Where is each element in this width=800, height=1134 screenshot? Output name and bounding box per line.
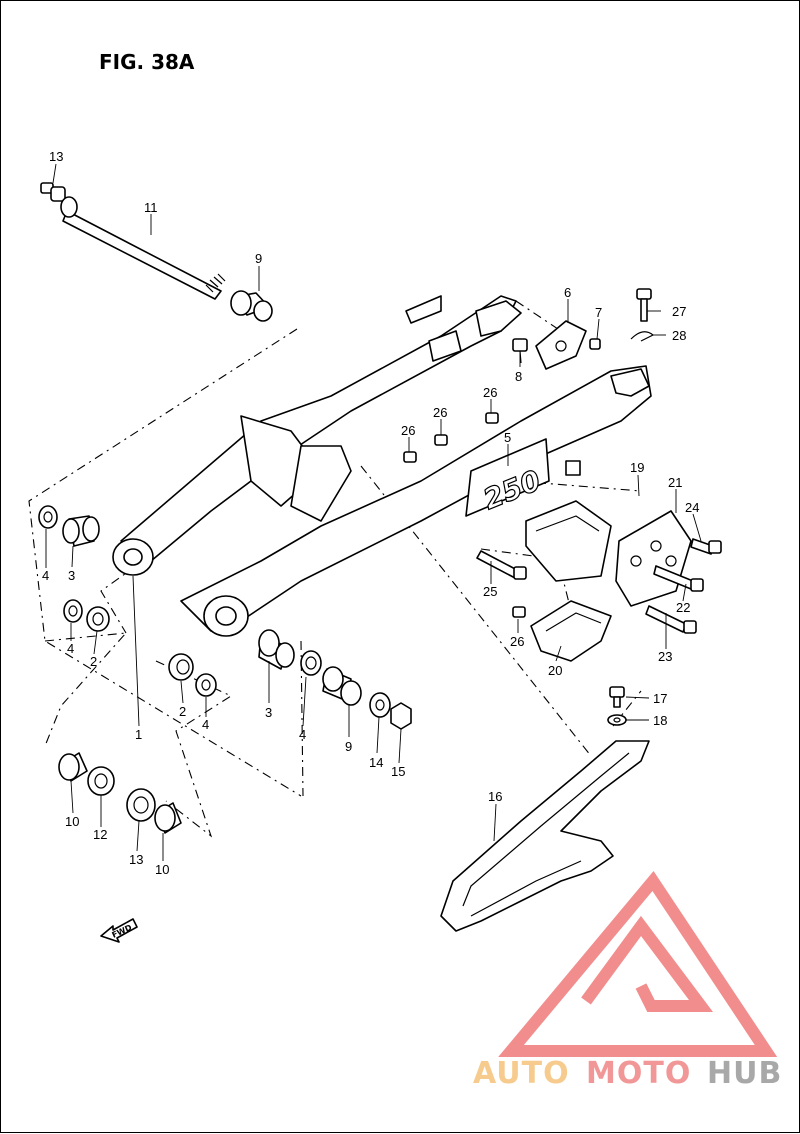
pivot-nut-12 (40, 182, 66, 202)
callout-26-d: 26 (510, 634, 524, 649)
callout-26-b: 26 (433, 405, 447, 420)
washer-14 (369, 692, 391, 718)
guide-plate-21 (615, 510, 692, 607)
callout-23: 23 (658, 649, 672, 664)
bracket-6 (535, 320, 587, 370)
nut-15 (390, 702, 412, 730)
pin-27 (636, 288, 652, 322)
callout-25: 25 (483, 584, 497, 599)
callout-12: 13 (49, 149, 63, 164)
collar-10-b (154, 802, 182, 834)
callout-27: 27 (672, 304, 686, 319)
bolt-22 (653, 565, 704, 592)
collar-9-top (230, 290, 273, 322)
collar-9-bottom (322, 666, 362, 706)
seal-4-a (38, 505, 58, 529)
callout-5: 5 (504, 430, 511, 445)
callout-13-b: 13 (129, 852, 143, 867)
callout-2-a: 2 (90, 654, 97, 669)
bolt-17 (609, 686, 625, 708)
watermark-text-moto: MOTO (586, 1056, 691, 1091)
callout-2-b: 2 (179, 704, 186, 719)
watermark: AUTO MOTO HUB (473, 870, 782, 1091)
callout-11: 11 (144, 200, 158, 215)
chain-guide-block-19 (525, 500, 612, 582)
callout-1: 1 (135, 727, 142, 742)
callout-17: 17 (653, 691, 667, 706)
callout-20: 20 (548, 663, 562, 678)
bolt-7 (589, 338, 601, 350)
collar-2-b (168, 653, 194, 681)
callout-9-top: 9 (255, 251, 262, 266)
callout-28: 28 (672, 328, 686, 343)
callout-8: 8 (515, 369, 522, 384)
callout-9-bottom: 9 (345, 739, 352, 754)
figure-title: FIG. 38A (99, 50, 195, 74)
seal-4-c (195, 673, 217, 697)
bearing-3-a (62, 515, 100, 547)
bolt-24 (690, 538, 722, 555)
callout-3-b: 3 (265, 705, 272, 720)
callout-4-c: 4 (202, 717, 209, 732)
callout-10-b: 10 (155, 862, 169, 877)
pivot-shaft-11 (60, 196, 226, 300)
callout-4-a: 4 (42, 568, 49, 583)
callout-14: 14 (369, 755, 383, 770)
chain-buffer-16 (440, 740, 650, 932)
swingarm-1 (112, 295, 652, 637)
callout-numbers: 13 11 9 6 7 27 28 8 26 26 26 5 19 21 24 … (42, 149, 699, 877)
callout-15: 15 (391, 764, 405, 779)
callout-7: 7 (595, 305, 602, 320)
callout-26-a: 26 (483, 385, 497, 400)
collar-10-a (58, 752, 88, 782)
guide-pad-20 (530, 600, 612, 662)
callout-24: 24 (685, 500, 699, 515)
clip-28 (630, 331, 655, 342)
watermark-text-auto: AUTO (473, 1056, 570, 1091)
callout-26-c: 26 (401, 423, 415, 438)
watermark-text-hub: HUB (707, 1056, 782, 1091)
callout-4-d: 4 (299, 727, 306, 742)
collar-2-a (86, 606, 110, 632)
callout-3-a: 3 (68, 568, 75, 583)
bearing-3-b (258, 629, 295, 670)
seal-4-b (63, 599, 83, 623)
callout-22: 22 (676, 600, 690, 615)
seal-4-d (300, 650, 322, 676)
nuts-26 (403, 412, 526, 618)
fwd-label: FWD (110, 923, 133, 940)
washer-18 (607, 714, 627, 726)
callout-10-a: 10 (65, 814, 79, 829)
seal-13-a (87, 766, 115, 796)
callout-4-b: 4 (67, 641, 74, 656)
callout-19: 19 (630, 460, 644, 475)
callout-6: 6 (564, 285, 571, 300)
fwd-arrow-icon: FWD (100, 918, 138, 943)
callout-18: 18 (653, 713, 667, 728)
callout-21: 21 (668, 475, 682, 490)
callout-13-a: 12 (93, 827, 107, 842)
seal-13-b (126, 788, 156, 822)
callout-16: 16 (488, 789, 502, 804)
bolt-25 (476, 550, 527, 580)
leader-lines (45, 163, 702, 861)
watermark-logo-icon (498, 870, 778, 1057)
